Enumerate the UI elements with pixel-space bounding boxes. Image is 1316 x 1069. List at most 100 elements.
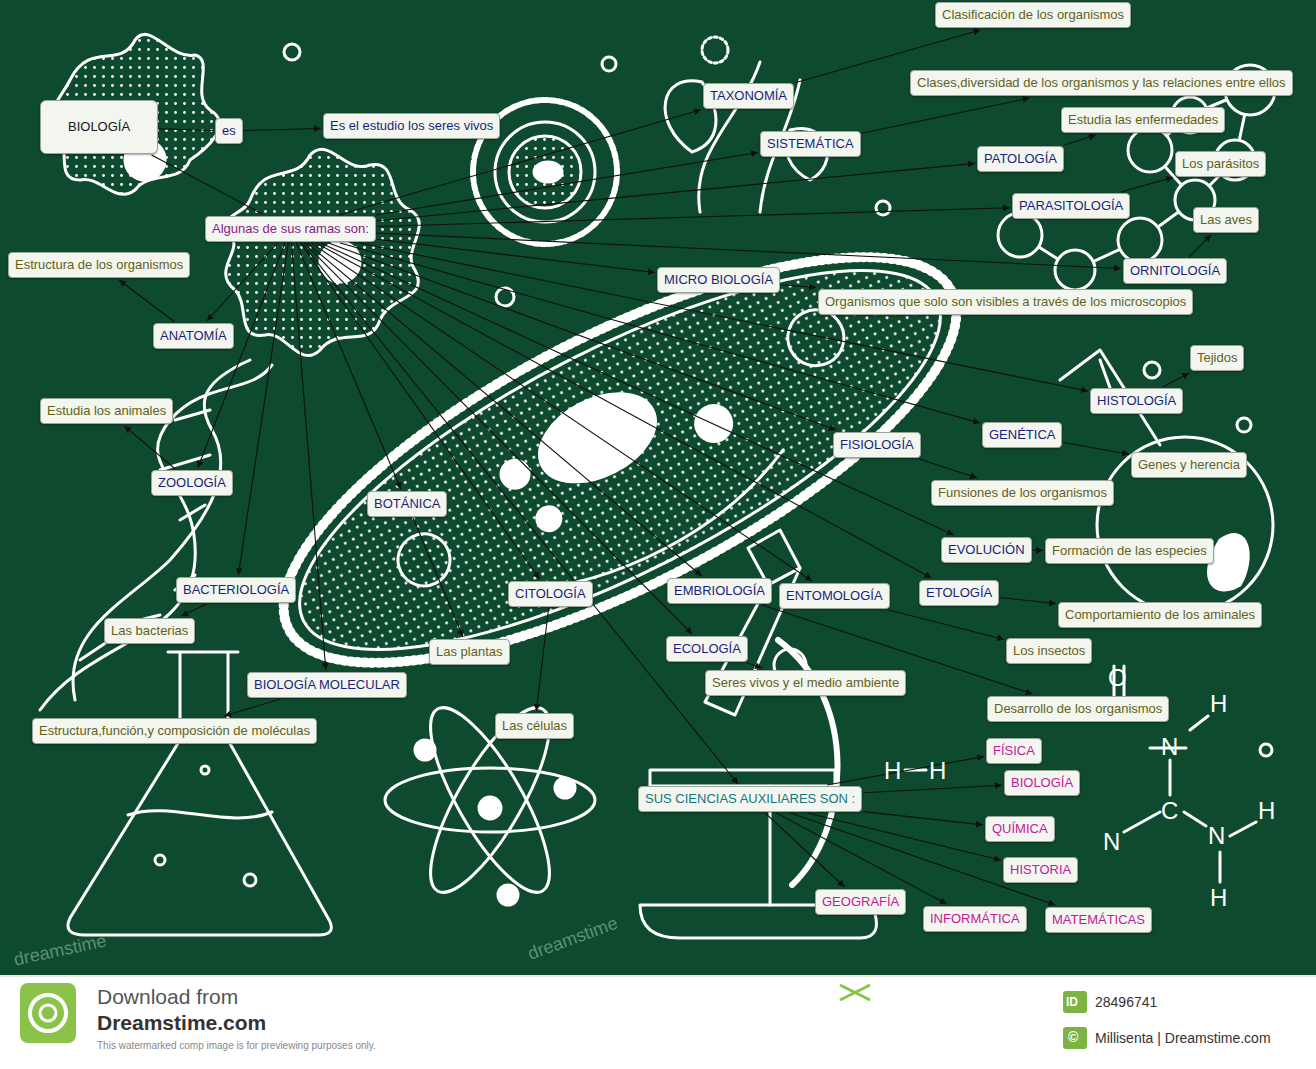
connector — [119, 280, 175, 322]
node-text: BOTÁNICA — [374, 496, 440, 512]
node-text: EMBRIOLOGÍA — [674, 583, 765, 599]
node-text: HISTORIA — [1010, 862, 1071, 878]
connector — [198, 243, 285, 468]
atom-letter: H — [929, 757, 946, 785]
electron — [555, 778, 575, 798]
connector — [1121, 177, 1173, 192]
paramecium — [231, 179, 1008, 741]
node-text: Estudia las enfermedades — [1068, 112, 1218, 128]
concept-box: ECOLOGÍA — [666, 636, 748, 662]
concept-box: CITOLOGÍA — [508, 581, 593, 607]
molecule-bonds — [905, 716, 1256, 882]
connector — [863, 812, 983, 825]
node-text: MICRO BIOLOGÍA — [664, 272, 773, 288]
chalk-dot — [1144, 362, 1160, 378]
flask-liquid — [1209, 535, 1249, 590]
node-text: Formación de las especies — [1052, 543, 1207, 559]
connector — [413, 518, 463, 637]
node-text: MATEMÁTICAS — [1052, 912, 1145, 928]
footer-note: This watermarked comp image is for previ… — [97, 1040, 376, 1051]
chalk-drawings — [40, 34, 1275, 938]
connector — [919, 459, 977, 478]
connector — [321, 243, 954, 535]
definition-box: Clases,diversidad de los organismos y la… — [910, 70, 1293, 96]
node-text: Funsiones de los organismos — [938, 485, 1107, 501]
connector — [300, 243, 539, 579]
auxiliary-science-box: BIOLOGÍA — [1004, 770, 1080, 796]
linking-phrase: Algunas de sus ramas son: — [205, 216, 376, 242]
concept-box: ZOOLOGÍA — [151, 470, 233, 496]
concept-box: TAXONOMÍA — [703, 83, 794, 109]
node-text: Desarrollo de los organismos — [994, 701, 1162, 717]
connector — [1065, 135, 1096, 145]
amoeba — [226, 149, 420, 355]
definition-box: Las plantas — [429, 639, 510, 665]
logo-swirl — [30, 995, 66, 1031]
chalk-dot — [602, 57, 616, 71]
node-text: ENTOMOLOGÍA — [786, 588, 883, 604]
definition-box: Desarrollo de los organismos — [987, 696, 1169, 722]
connector — [359, 243, 1088, 391]
node-text: Comportamiento de los aminales — [1065, 607, 1255, 623]
connector — [311, 243, 812, 581]
connector — [328, 243, 836, 430]
atom-letter: N — [1161, 733, 1178, 761]
logo-badge — [20, 983, 76, 1043]
concept-box: ANATOMÍA — [153, 323, 234, 349]
atom-letter: H — [884, 757, 901, 785]
concept-box: PATOLOGÍA — [977, 146, 1064, 172]
definition-box: Los parásitos — [1175, 151, 1266, 177]
node-text: ANATOMÍA — [160, 328, 227, 344]
concept-box: ORNITOLOGÍA — [1123, 258, 1227, 284]
chalkboard — [0, 0, 1316, 975]
auxiliary-science-box: FÍSICA — [986, 738, 1042, 764]
node-text: PATOLOGÍA — [984, 151, 1057, 167]
definition-box: Funsiones de los organismos — [931, 480, 1114, 506]
node-text: GEOGRAFÍA — [822, 894, 899, 910]
definition-box: Las aves — [1193, 207, 1259, 233]
bubble — [155, 855, 165, 865]
scissors-icon — [840, 985, 870, 1000]
node-text: BACTERIOLOGÍA — [183, 582, 289, 598]
node-text: Estudia los animales — [47, 403, 166, 419]
connector — [748, 663, 763, 668]
microscope-stage — [650, 770, 835, 786]
node-text: Clasificación de los organismos — [942, 7, 1124, 23]
dna-rungs — [80, 410, 210, 660]
node-text: GENÉTICA — [989, 427, 1055, 443]
atom-letter: N — [1208, 822, 1225, 850]
connector — [377, 239, 655, 272]
paramecium-cilia — [231, 179, 1008, 741]
node-text: Estructura de los organismos — [15, 257, 183, 273]
atom-letter: H — [1210, 690, 1227, 718]
concept-box: EVOLUCIÓN — [941, 537, 1032, 563]
connector — [238, 243, 288, 575]
atom-orbit — [410, 693, 570, 907]
node-text: ORNITOLOGÍA — [1130, 263, 1220, 279]
concept-box: HISTOLOGÍA — [1090, 388, 1183, 414]
definition-box: Formación de las especies — [1045, 538, 1214, 564]
node-text: BIOLOGÍA — [68, 119, 130, 135]
connector — [377, 163, 975, 220]
atom-orbit — [385, 768, 595, 832]
concept-box: PARASITOLOGÍA — [1012, 193, 1130, 219]
logo-swirl — [40, 1005, 56, 1021]
electron — [415, 740, 435, 760]
image-id: 28496741 — [1095, 994, 1157, 1010]
connector — [889, 610, 1004, 639]
concept-box: ETOLOGÍA — [919, 580, 999, 606]
node-text: HISTOLOGÍA — [1097, 393, 1176, 409]
definition-box: Estructura de los organismos — [8, 252, 190, 278]
node-text: Las células — [502, 718, 567, 734]
watermark: dreamstime — [12, 930, 108, 970]
concept-box: FISIOLOGÍA — [833, 432, 921, 458]
node-text: FISIOLOGÍA — [840, 437, 914, 453]
vacuole — [533, 503, 565, 535]
concept-box: BOTÁNICA — [367, 491, 447, 517]
molecule-atom — [1128, 128, 1172, 172]
molecule-atom — [1118, 218, 1162, 262]
watermark: dreamstime — [525, 913, 621, 965]
atom-letter: H — [1258, 797, 1275, 825]
auxiliary-science-box: MATEMÁTICAS — [1045, 907, 1152, 933]
connector — [307, 243, 702, 576]
